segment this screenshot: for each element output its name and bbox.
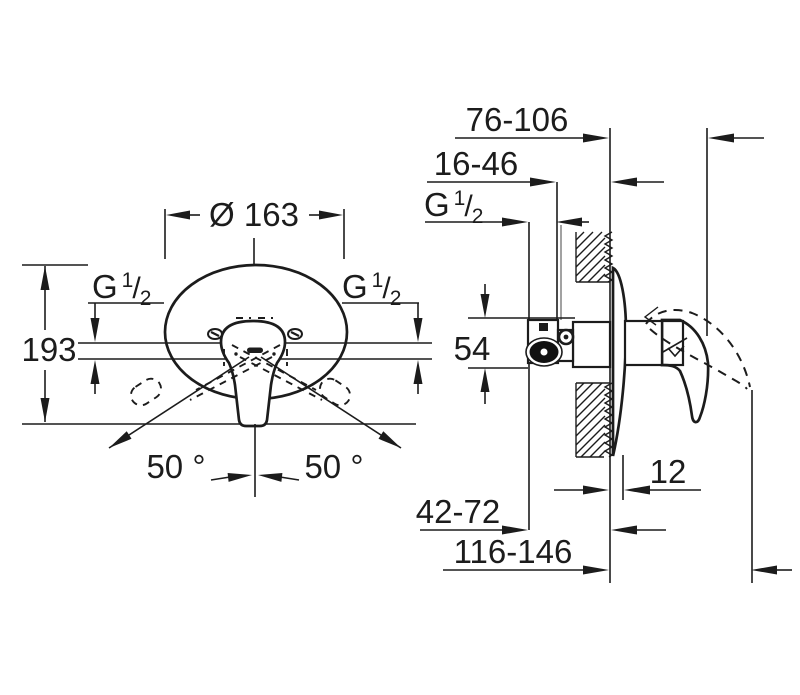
dimension-plate-offset: 12 — [554, 453, 701, 495]
wall-section-lower — [575, 382, 614, 458]
svg-text:G1/2: G1/2 — [424, 186, 483, 228]
dimension-swing-angle: 50 ° 50 ° — [108, 356, 402, 497]
body-height-label: 54 — [454, 330, 491, 367]
handle-dot-left — [234, 352, 238, 356]
dimension-min-depth: 16-46 — [427, 145, 664, 187]
dimension-diameter: Ø 163 — [164, 196, 345, 259]
angle-label-right: 50 ° — [304, 448, 363, 485]
svg-text:G1/2: G1/2 — [342, 268, 401, 310]
handle-sleeve — [623, 319, 664, 367]
valve-body — [571, 320, 612, 369]
lever-handle-ghost — [643, 306, 751, 390]
plate-offset-label: 12 — [650, 453, 687, 490]
handle-slot — [247, 347, 263, 353]
handle-block — [660, 319, 685, 367]
depth-range-small-label: 42-72 — [416, 493, 500, 530]
dimension-height: 193 — [21, 266, 77, 422]
dimension-body-height: 54 — [454, 284, 575, 404]
screw-left — [207, 328, 223, 340]
depth-range-large-label: 116-146 — [454, 533, 573, 570]
wall-section-upper — [575, 231, 614, 283]
wall-to-handle-label: 76-106 — [466, 101, 569, 138]
dimension-depth-range-large: 116-146 — [443, 533, 792, 575]
angle-label-left: 50 ° — [146, 448, 205, 485]
lever-ghost-right — [319, 377, 351, 407]
svg-text:G1/2: G1/2 — [92, 268, 151, 310]
dimension-wall-to-handle: 76-106 — [455, 101, 764, 143]
diameter-label: Ø 163 — [209, 196, 299, 233]
supply-inlet — [525, 318, 575, 367]
handle-block-detail — [662, 337, 688, 353]
height-label: 193 — [21, 331, 76, 368]
handle-dot-right — [272, 352, 276, 356]
screw-right — [287, 328, 303, 340]
min-depth-label: 16-46 — [434, 145, 518, 182]
lever-ghost-left — [130, 377, 162, 407]
dimension-depth-range-small: 42-72 — [416, 493, 666, 535]
